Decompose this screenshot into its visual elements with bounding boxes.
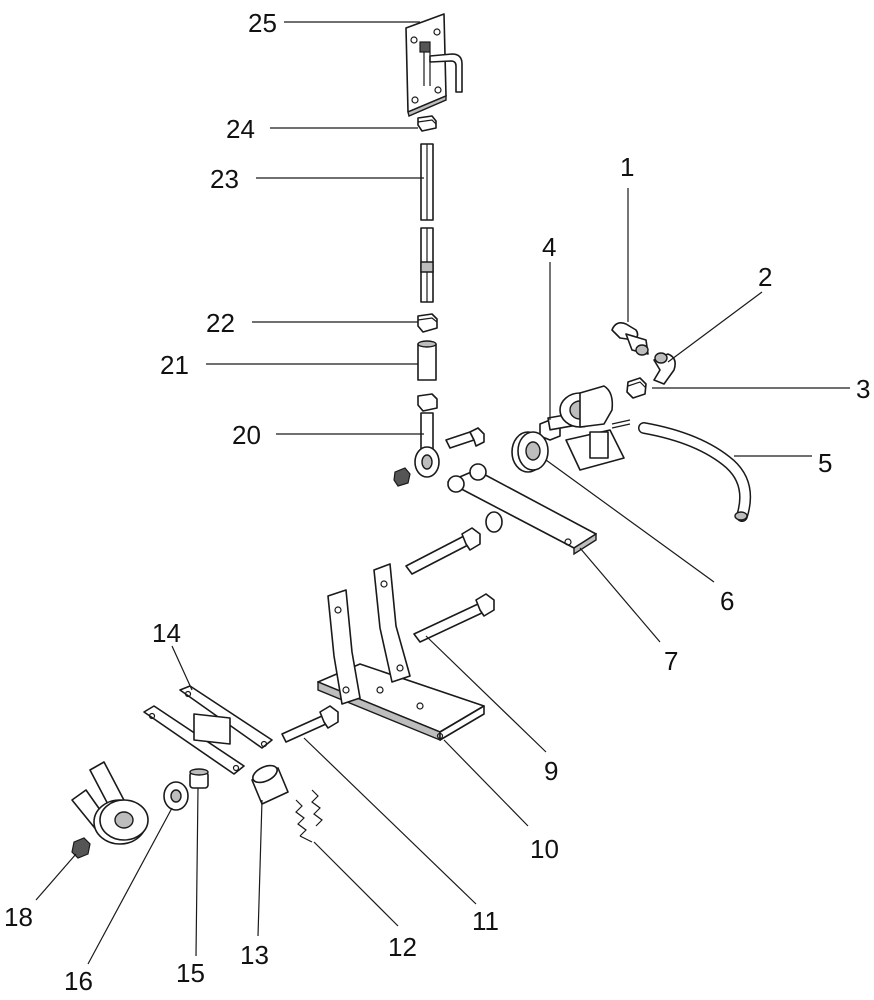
callout-7: 7 (664, 646, 678, 676)
leader-11 (303, 737, 477, 905)
leader-6 (545, 459, 715, 583)
callout-21: 21 (160, 350, 189, 380)
callout-6: 6 (720, 586, 734, 616)
callout-22: 22 (206, 308, 235, 338)
short-bolt (445, 427, 485, 449)
springs (295, 789, 323, 843)
bushing (251, 764, 289, 805)
hex-bolt (281, 705, 339, 743)
mounting-bracket (317, 563, 485, 742)
leader-9 (425, 635, 547, 753)
leader-lines (35, 21, 850, 965)
lock-nut (71, 837, 91, 859)
callout-25: 25 (248, 8, 277, 38)
wall-plate-hook (405, 13, 463, 117)
callout-12: 12 (388, 932, 417, 962)
callout-5: 5 (818, 448, 832, 478)
elbow-fitting (653, 352, 676, 385)
leader-7 (579, 547, 661, 643)
callout-2: 2 (758, 262, 772, 292)
callout-1: 1 (620, 152, 634, 182)
callout-18: 18 (4, 902, 33, 932)
axle-pin (539, 385, 631, 471)
callout-3: 3 (856, 374, 870, 404)
leader-13 (257, 799, 263, 937)
swing-arm (143, 685, 273, 775)
leader-16 (87, 807, 173, 965)
callout-14: 14 (152, 618, 181, 648)
long-bolt (413, 593, 495, 643)
link-arm (447, 463, 597, 556)
belt-pulley (71, 761, 149, 845)
leader-12 (313, 841, 399, 927)
leader-15 (195, 787, 199, 957)
leader-10 (443, 739, 529, 827)
leader-2 (667, 291, 763, 363)
upper-long-bolt (405, 527, 481, 575)
jam-nut (417, 313, 438, 333)
callout-9: 9 (544, 756, 558, 786)
callout-24: 24 (226, 114, 255, 144)
callout-23: 23 (210, 164, 239, 194)
coupling-sleeve (417, 340, 437, 381)
threaded-rod (420, 143, 434, 303)
rod-end (393, 393, 440, 487)
callout-labels: 25 24 23 22 21 20 1 4 2 3 5 6 7 9 10 11 … (4, 8, 870, 996)
hose-fitting-clamp (611, 322, 649, 356)
leader-14 (171, 645, 193, 691)
top-nut (417, 115, 437, 132)
small-bushing (189, 768, 209, 789)
callout-20: 20 (232, 420, 261, 450)
pulley-wheel (511, 431, 549, 473)
callout-4: 4 (542, 232, 556, 262)
hose (638, 422, 751, 522)
callout-13: 13 (240, 940, 269, 970)
callout-10: 10 (530, 834, 559, 864)
washer (163, 781, 189, 811)
callout-11: 11 (472, 906, 499, 936)
callout-15: 15 (176, 958, 205, 988)
callout-16: 16 (64, 966, 93, 996)
hex-nut-fitting (626, 377, 647, 399)
leader-18 (35, 853, 77, 901)
